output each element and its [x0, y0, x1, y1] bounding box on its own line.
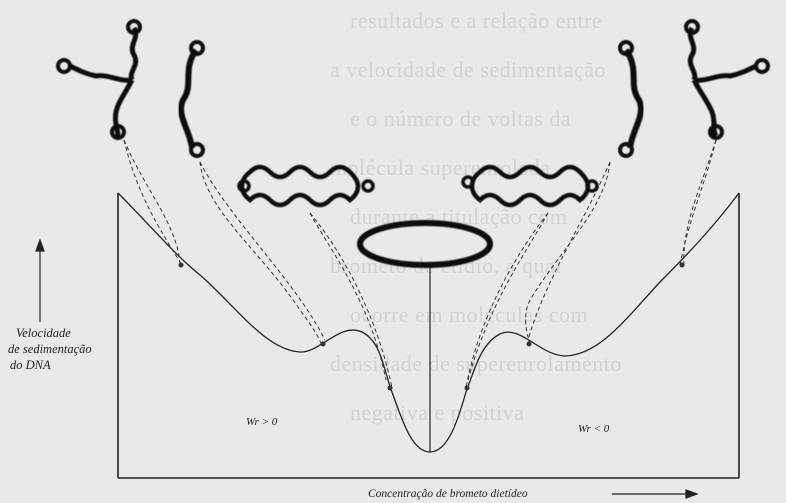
plot-frame: [118, 193, 739, 478]
rod-supercoil-right: [620, 42, 641, 156]
branched-supercoil-right: [686, 21, 768, 138]
connector-left-1: [124, 140, 182, 265]
y-axis-label-line-1: Velocidade: [8, 325, 92, 341]
rod-supercoil-left: [181, 42, 203, 156]
x-axis-label: Concentração de brometo dietídeo: [368, 486, 528, 502]
region-label-negative: Wr < 0: [578, 421, 609, 437]
x-axis-arrow: [612, 490, 697, 498]
connector-left-2: [200, 162, 322, 346]
y-axis-label: Velocidade de sedimentação do DNA: [8, 325, 92, 373]
curve-point: [179, 263, 184, 268]
connector-left-3: [310, 213, 386, 380]
connector-right-1b: [684, 140, 716, 265]
connector-right-1: [680, 140, 716, 265]
curve-point: [465, 386, 470, 391]
connector-left-3b: [310, 213, 392, 388]
curve-point: [388, 386, 393, 391]
curve-point: [680, 263, 685, 268]
connector-left-2b: [200, 162, 325, 340]
y-axis-arrow: [36, 240, 44, 322]
branched-supercoil-left: [58, 21, 140, 138]
curve-point: [321, 342, 326, 347]
relaxed-circular-dna: [360, 223, 490, 265]
loose-supercoil-left: [239, 167, 373, 205]
curve-point: [527, 342, 532, 347]
region-label-positive: Wr > 0: [246, 414, 277, 430]
connector-right-3b: [466, 213, 548, 388]
loose-supercoil-right: [463, 167, 597, 205]
connector-left-1b: [124, 140, 180, 265]
curve-points: [179, 263, 685, 391]
sedimentation-curve: [118, 193, 739, 452]
y-axis-label-line-3: do DNA: [8, 357, 92, 373]
y-axis-label-line-2: de sedimentação: [8, 341, 92, 357]
